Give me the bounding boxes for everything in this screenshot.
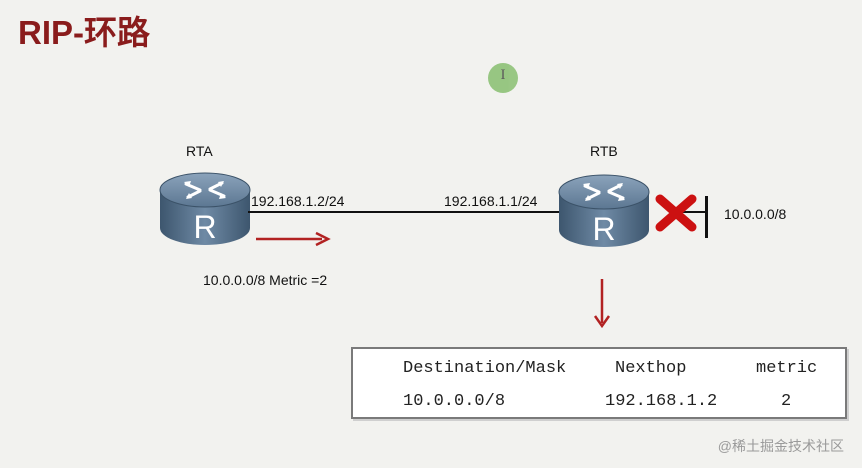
table-cell-nexthop: 192.168.1.2 — [605, 392, 718, 411]
rta-interface-ip: 192.168.1.2/24 — [251, 193, 345, 209]
table-cell-destination: 10.0.0.0/8 — [403, 392, 506, 411]
table-header-metric: metric — [756, 359, 818, 378]
page-title: RIP-环路 — [18, 14, 150, 51]
rtb-interface-ip: 192.168.1.1/24 — [444, 193, 538, 209]
right-arrow-icon — [256, 231, 331, 247]
down-arrow-icon — [593, 279, 611, 329]
router-label-rta: RTA — [186, 143, 213, 159]
text-cursor-icon: I — [500, 67, 506, 83]
router-label-rtb: RTB — [590, 143, 618, 159]
router-icon: R — [159, 172, 251, 245]
failure-x-icon — [655, 194, 697, 232]
failed-network-label: 10.0.0.0/8 — [724, 206, 787, 222]
table-header-nexthop: Nexthop — [615, 359, 687, 378]
router-glyph: R — [193, 209, 216, 245]
table-header-destination: Destination/Mask — [403, 359, 567, 378]
router-glyph: R — [592, 211, 615, 247]
watermark: @稀土掘金技术社区 — [717, 438, 844, 454]
table-cell-metric: 2 — [781, 392, 792, 411]
routing-table: Destination/Mask Nexthop metric 10.0.0.0… — [351, 347, 847, 419]
link-line — [248, 211, 566, 213]
advertisement-label: 10.0.0.0/8 Metric =2 — [203, 272, 328, 288]
network-terminator — [705, 196, 708, 238]
router-icon: R — [558, 174, 650, 247]
cursor-highlight: I — [488, 63, 518, 93]
stub-link-line — [670, 211, 706, 213]
